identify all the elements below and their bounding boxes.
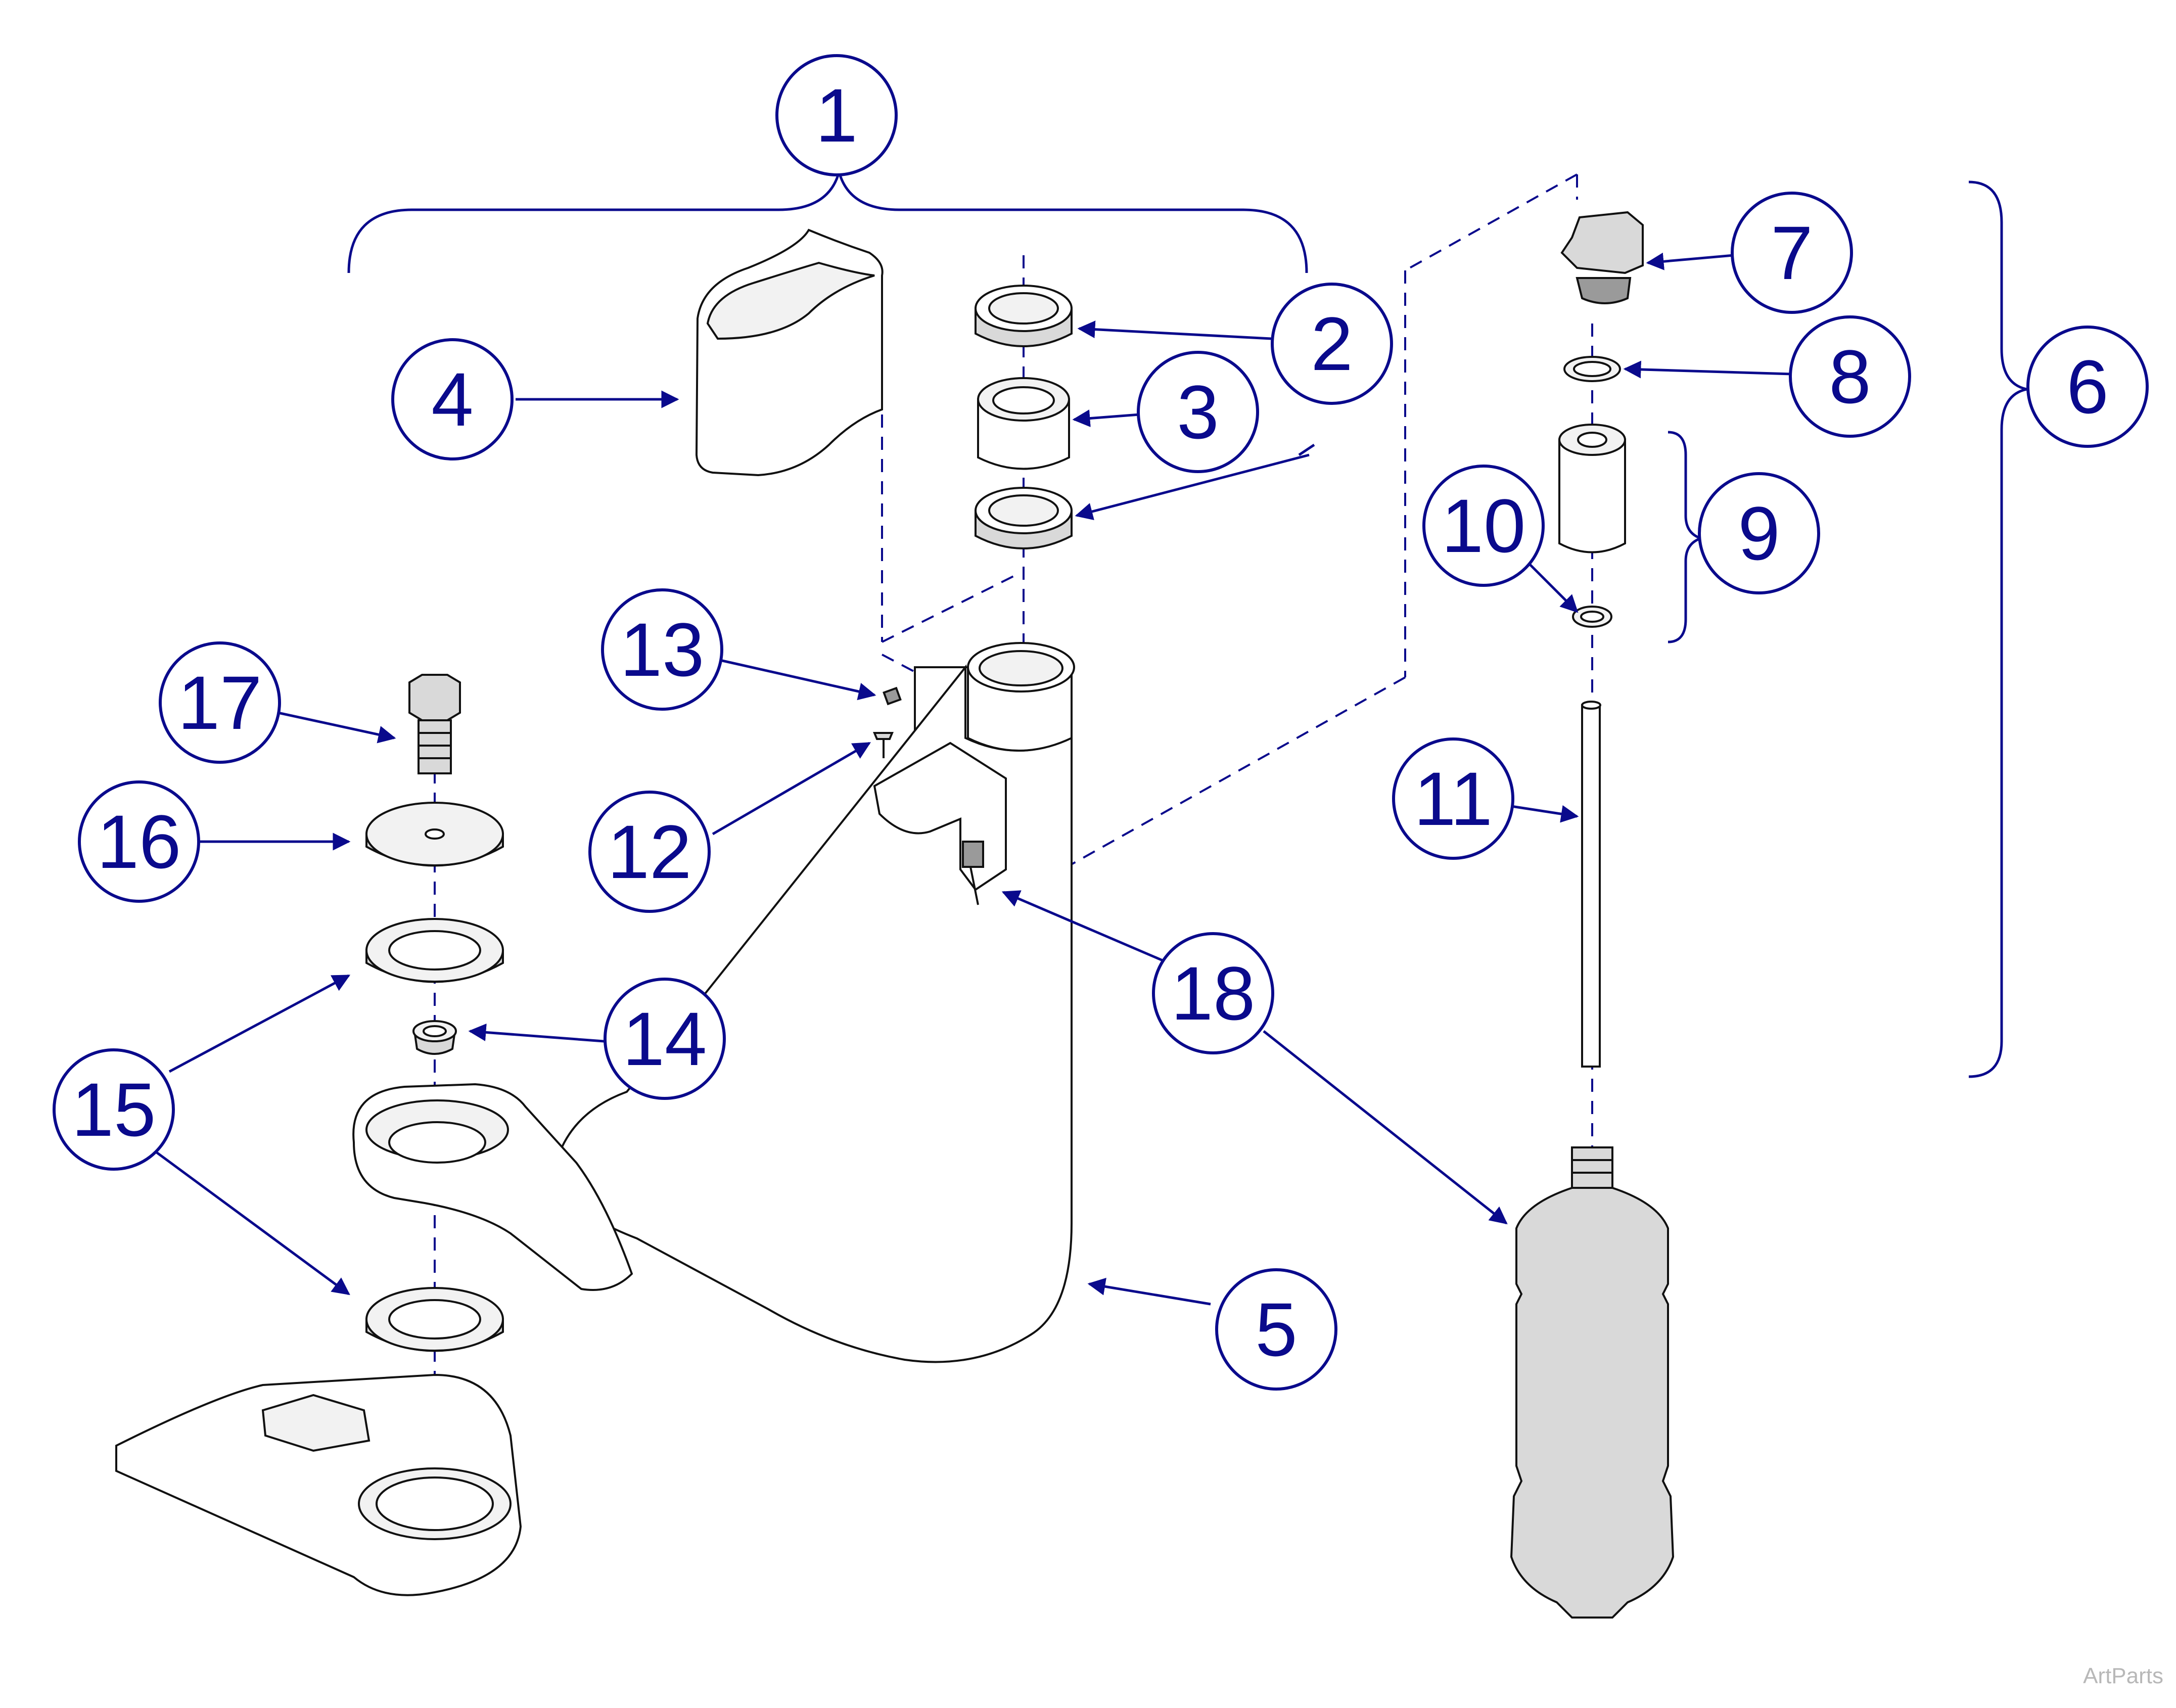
cover-part [695,228,884,477]
hex-bolt-part [408,674,461,774]
bushing-part [977,377,1070,470]
callout-9: 9 [1698,472,1820,594]
svg-text:14: 14 [623,996,707,1081]
needle-bearing-lower [975,487,1073,549]
callout-12: 12 [588,791,711,913]
svg-text:16: 16 [97,799,181,884]
svg-text:18: 18 [1171,951,1256,1036]
svg-text:7: 7 [1771,210,1813,295]
o-ring-8-part [1563,356,1621,382]
svg-text:12: 12 [608,809,692,894]
callout-14: 14 [604,978,726,1100]
leader-lines [156,252,1792,1306]
svg-text:15: 15 [72,1067,156,1152]
svg-text:9: 9 [1738,491,1780,576]
callout-2-upper: 2 [1271,283,1393,405]
callout-13: 13 [601,588,723,711]
callout-17: 17 [159,641,281,764]
svg-text:6: 6 [2066,344,2108,429]
callout-5: 5 [1215,1268,1337,1391]
callout-10: 10 [1422,465,1545,587]
artparts-watermark: ArtParts [2083,1664,2163,1688]
clip-bracket-part [873,742,1007,905]
washer-16-part [365,802,504,867]
sleeve-9-part [1558,424,1626,553]
set-screw-13-part [883,686,902,706]
svg-text:8: 8 [1829,334,1871,419]
cap-7-part [1560,211,1644,304]
callout-16: 16 [78,780,200,903]
o-ring-10-part [1572,606,1612,628]
pickup-tube-11-part [1581,701,1601,1068]
svg-text:11: 11 [1414,756,1493,841]
svg-text:10: 10 [1442,483,1526,568]
screw-12-part [873,732,894,758]
callout-1: 1 [775,54,898,176]
svg-text:13: 13 [620,607,705,692]
svg-text:2: 2 [1311,301,1353,386]
arm-tube-part [554,642,1075,1363]
svg-text:3: 3 [1177,370,1219,454]
svg-text:5: 5 [1255,1287,1297,1372]
callout-18: 18 [1152,932,1274,1054]
brace-6 [1968,180,2027,1078]
water-bottle-part [1510,1146,1675,1619]
needle-bearing-upper [975,285,1073,347]
brace-9 [1668,431,1705,643]
callout-3: 3 [1137,351,1259,473]
washer-15-lower-part [365,1287,504,1352]
svg-text:1: 1 [815,73,857,158]
callout-11: 11 [1392,737,1514,860]
callout-7: 7 [1731,192,1853,314]
callout-4: 4 [391,338,514,460]
spacer-14-part [412,1020,457,1055]
washer-15-upper-part [365,918,504,983]
mounting-base-part [115,1373,522,1596]
callout-15: 15 [53,1048,175,1171]
svg-text:17: 17 [178,660,262,745]
callout-6: 6 [2026,326,2149,448]
callout-8: 8 [1789,315,1911,438]
swivel-arm-part [352,1083,633,1291]
svg-text:4: 4 [431,357,473,442]
